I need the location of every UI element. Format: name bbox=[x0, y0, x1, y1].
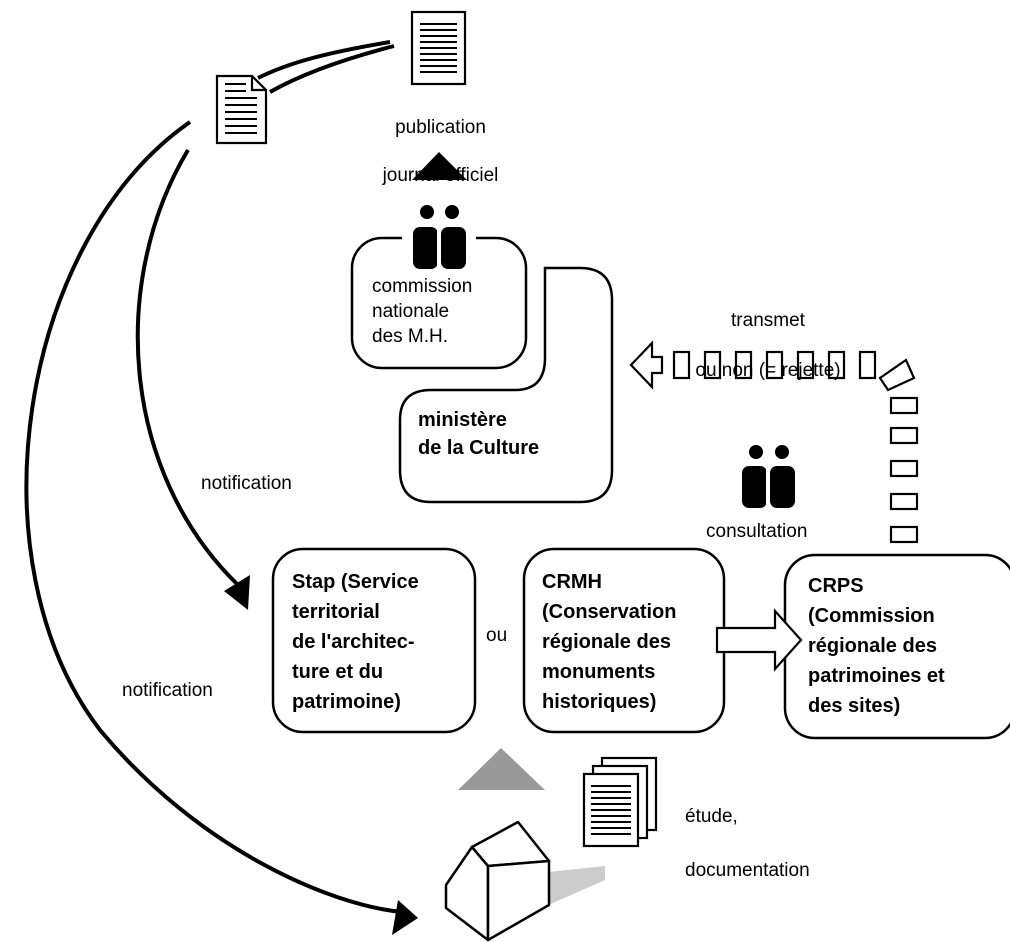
journal-to-notification-link bbox=[257, 40, 395, 94]
publication-label-line1: publication bbox=[395, 117, 486, 138]
notification-lower-label: notification bbox=[122, 680, 213, 701]
stap-label: Stap (Service territorial de l'architec-… bbox=[292, 571, 419, 713]
ou-label: ou bbox=[486, 625, 508, 646]
commission-nationale-label: commission nationale des M.H. bbox=[372, 276, 473, 347]
transmet-label-line1: transmet bbox=[731, 310, 805, 331]
commission-members-icon bbox=[413, 205, 466, 269]
crmh-label: CRMH (Conservation régionale des monumen… bbox=[542, 571, 677, 713]
transmission-dotted-arrow bbox=[629, 340, 919, 544]
crmh-to-crps-arrow bbox=[715, 608, 803, 672]
transmet-label: transmet ou non (= rejette) bbox=[668, 283, 868, 408]
consultation-label: consultation bbox=[706, 521, 808, 542]
study-triangle-icon bbox=[458, 748, 545, 790]
stap-box bbox=[271, 547, 477, 734]
ministere-box bbox=[398, 266, 614, 504]
publication-label: publication journal officiel bbox=[378, 92, 503, 212]
house-arrowhead-icon bbox=[392, 900, 418, 935]
crps-label: CRPS (Commission régionale des patrimoin… bbox=[808, 575, 945, 717]
study-documents-icon bbox=[582, 756, 658, 848]
stap-arrowhead-icon bbox=[224, 575, 250, 610]
ministere-label: ministère de la Culture bbox=[418, 409, 540, 459]
monument-house-icon bbox=[444, 820, 605, 942]
publication-triangle-icon bbox=[412, 152, 467, 180]
notification-document-icon bbox=[215, 74, 268, 145]
notification-upper-label: notification bbox=[201, 473, 292, 494]
publication-label-line2: journal officiel bbox=[382, 165, 499, 186]
consultation-members-icon bbox=[742, 445, 795, 508]
notification-arc-to-stap bbox=[135, 148, 240, 587]
transmet-label-line2: ou non (= rejette) bbox=[695, 360, 841, 381]
etude-label-line1: étude, bbox=[685, 806, 738, 827]
journal-document-icon bbox=[410, 10, 467, 86]
etude-label-line2: documentation bbox=[685, 860, 810, 881]
etude-label: étude, documentation bbox=[685, 776, 810, 911]
notification-arc-to-house bbox=[24, 120, 403, 914]
